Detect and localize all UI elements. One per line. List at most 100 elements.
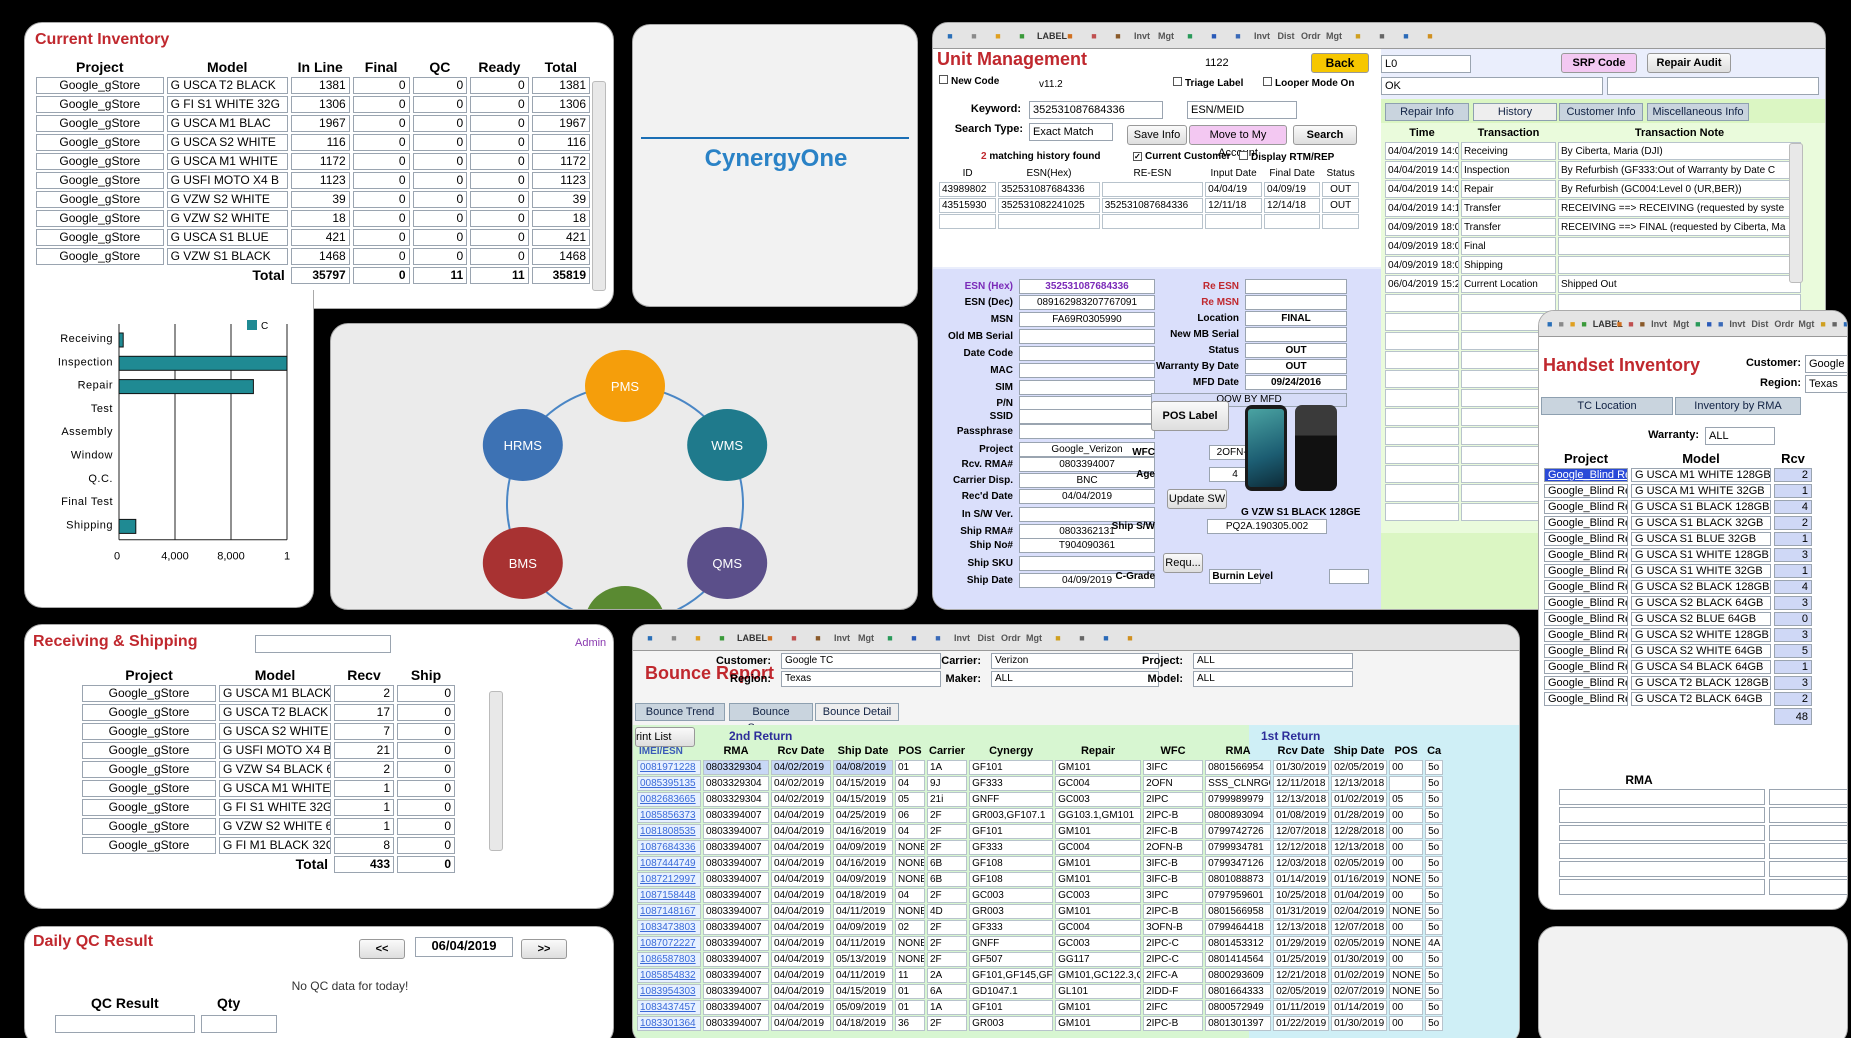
back-icon[interactable]: ■ [971,30,977,41]
book-icon[interactable]: ■ [1115,30,1121,41]
field-value[interactable]: 352531087684336 [1019,279,1155,294]
field-value[interactable] [1245,327,1347,342]
truck-icon[interactable]: ■ [911,632,917,643]
imei-link[interactable]: 0085395135 [637,776,701,791]
field-value[interactable]: T904090361 [1019,538,1155,553]
check-icon[interactable]: ■ [1403,30,1409,41]
handset-cell[interactable]: Google_Blind Re [1544,564,1628,578]
checkbox-box[interactable] [1263,77,1272,86]
imei-link[interactable]: 1087158448 [637,888,701,903]
bus-icon[interactable]: ■ [1717,318,1724,329]
field-value[interactable] [1019,556,1155,571]
field-value[interactable] [1019,346,1155,361]
unit-tab[interactable]: History [1473,103,1557,121]
handset-cell[interactable]: Google_Blind Re [1544,628,1628,642]
imei-link[interactable]: 1087212997 [637,872,701,887]
mgt-icon[interactable]: Mgt [858,632,874,643]
warranty-select[interactable]: ALL [1705,427,1775,445]
truck-icon[interactable]: ■ [1211,30,1217,41]
inv-icon[interactable]: Invt [1729,318,1746,329]
filter-select[interactable]: Google TC [781,653,941,669]
field-value[interactable]: 09/24/2016 [1245,375,1347,390]
puzzle-icon[interactable]: ■ [1019,30,1025,41]
handset-cell[interactable]: Google_Blind Re [1544,644,1628,658]
back-button[interactable]: Back [1311,53,1369,73]
imei-link[interactable]: 1083954303 [637,984,701,999]
move-to-account-button[interactable]: Move to My Account [1189,125,1287,159]
bar[interactable] [118,518,137,534]
field-value[interactable]: Google_Verizon [1019,442,1155,457]
truck-icon[interactable]: ■ [1706,318,1712,329]
filter-select[interactable]: ALL [1193,653,1353,669]
update-sw-button[interactable]: Update SW [1167,489,1227,509]
mgt2-icon[interactable]: Mgt [1798,318,1815,329]
mgt2-icon[interactable]: Mgt [1026,632,1042,643]
wrench-icon[interactable]: ■ [995,30,1001,41]
ordr-icon[interactable]: Ordr [1301,30,1321,41]
ok-field[interactable]: OK [1381,77,1603,95]
copy-icon[interactable]: ■ [1379,30,1385,41]
nav-icon[interactable]: ■ [947,30,953,41]
field-value[interactable]: 04/09/2019 [1019,573,1155,588]
prev-day-button[interactable]: << [359,939,405,959]
chart-icon[interactable]: ■ [1355,30,1361,41]
copy-icon[interactable]: ■ [1831,318,1838,329]
filter-select[interactable]: ALL [991,671,1159,687]
imei-link[interactable]: 0081971228 [637,760,701,775]
inventory-by-rma-tab[interactable]: Inventory by RMA [1675,397,1801,415]
pos-label-button[interactable]: POS Label [1151,401,1229,431]
dist-icon[interactable]: Dist [1277,30,1295,41]
admin-link[interactable]: Admin [575,637,607,649]
mgt2-icon[interactable]: Mgt [1326,30,1342,41]
handset-customer-select[interactable]: Google [1805,355,1847,373]
wrench-icon[interactable]: ■ [695,632,701,643]
nav-icon[interactable]: ■ [1547,318,1553,329]
imei-link[interactable]: 1083301364 [637,1016,701,1031]
transaction-scrollbar[interactable] [1789,143,1803,283]
field-value[interactable]: PQ2A.190305.002 [1207,519,1327,534]
field-value[interactable] [1329,569,1369,584]
handset-cell[interactable]: Google_Blind Re [1544,660,1628,674]
handset-cell[interactable]: Google_Blind Re [1544,500,1628,514]
field-value[interactable]: 04/04/2019 [1019,489,1155,504]
unit-tab[interactable]: Repair Info [1385,103,1469,121]
imei-link[interactable]: 1083437457 [637,1000,701,1015]
handset-cell[interactable]: Google_Blind Re [1544,676,1628,690]
barcode-icon[interactable]: LABEL [737,632,767,643]
imei-link[interactable]: 1087072227 [637,936,701,951]
invt-icon[interactable]: Invt [833,632,850,643]
rs-scrollbar[interactable] [489,691,503,851]
barcode-icon[interactable]: LABEL [1592,318,1623,329]
field-value[interactable]: FA69R0305990 [1019,312,1155,327]
chart-icon[interactable]: ■ [1820,318,1826,329]
checkbox-box[interactable] [1239,151,1248,160]
qc-date-field[interactable]: 06/04/2019 [415,937,513,957]
inv-icon[interactable]: Invt [1253,30,1270,41]
hammer-icon[interactable]: ■ [791,632,797,643]
